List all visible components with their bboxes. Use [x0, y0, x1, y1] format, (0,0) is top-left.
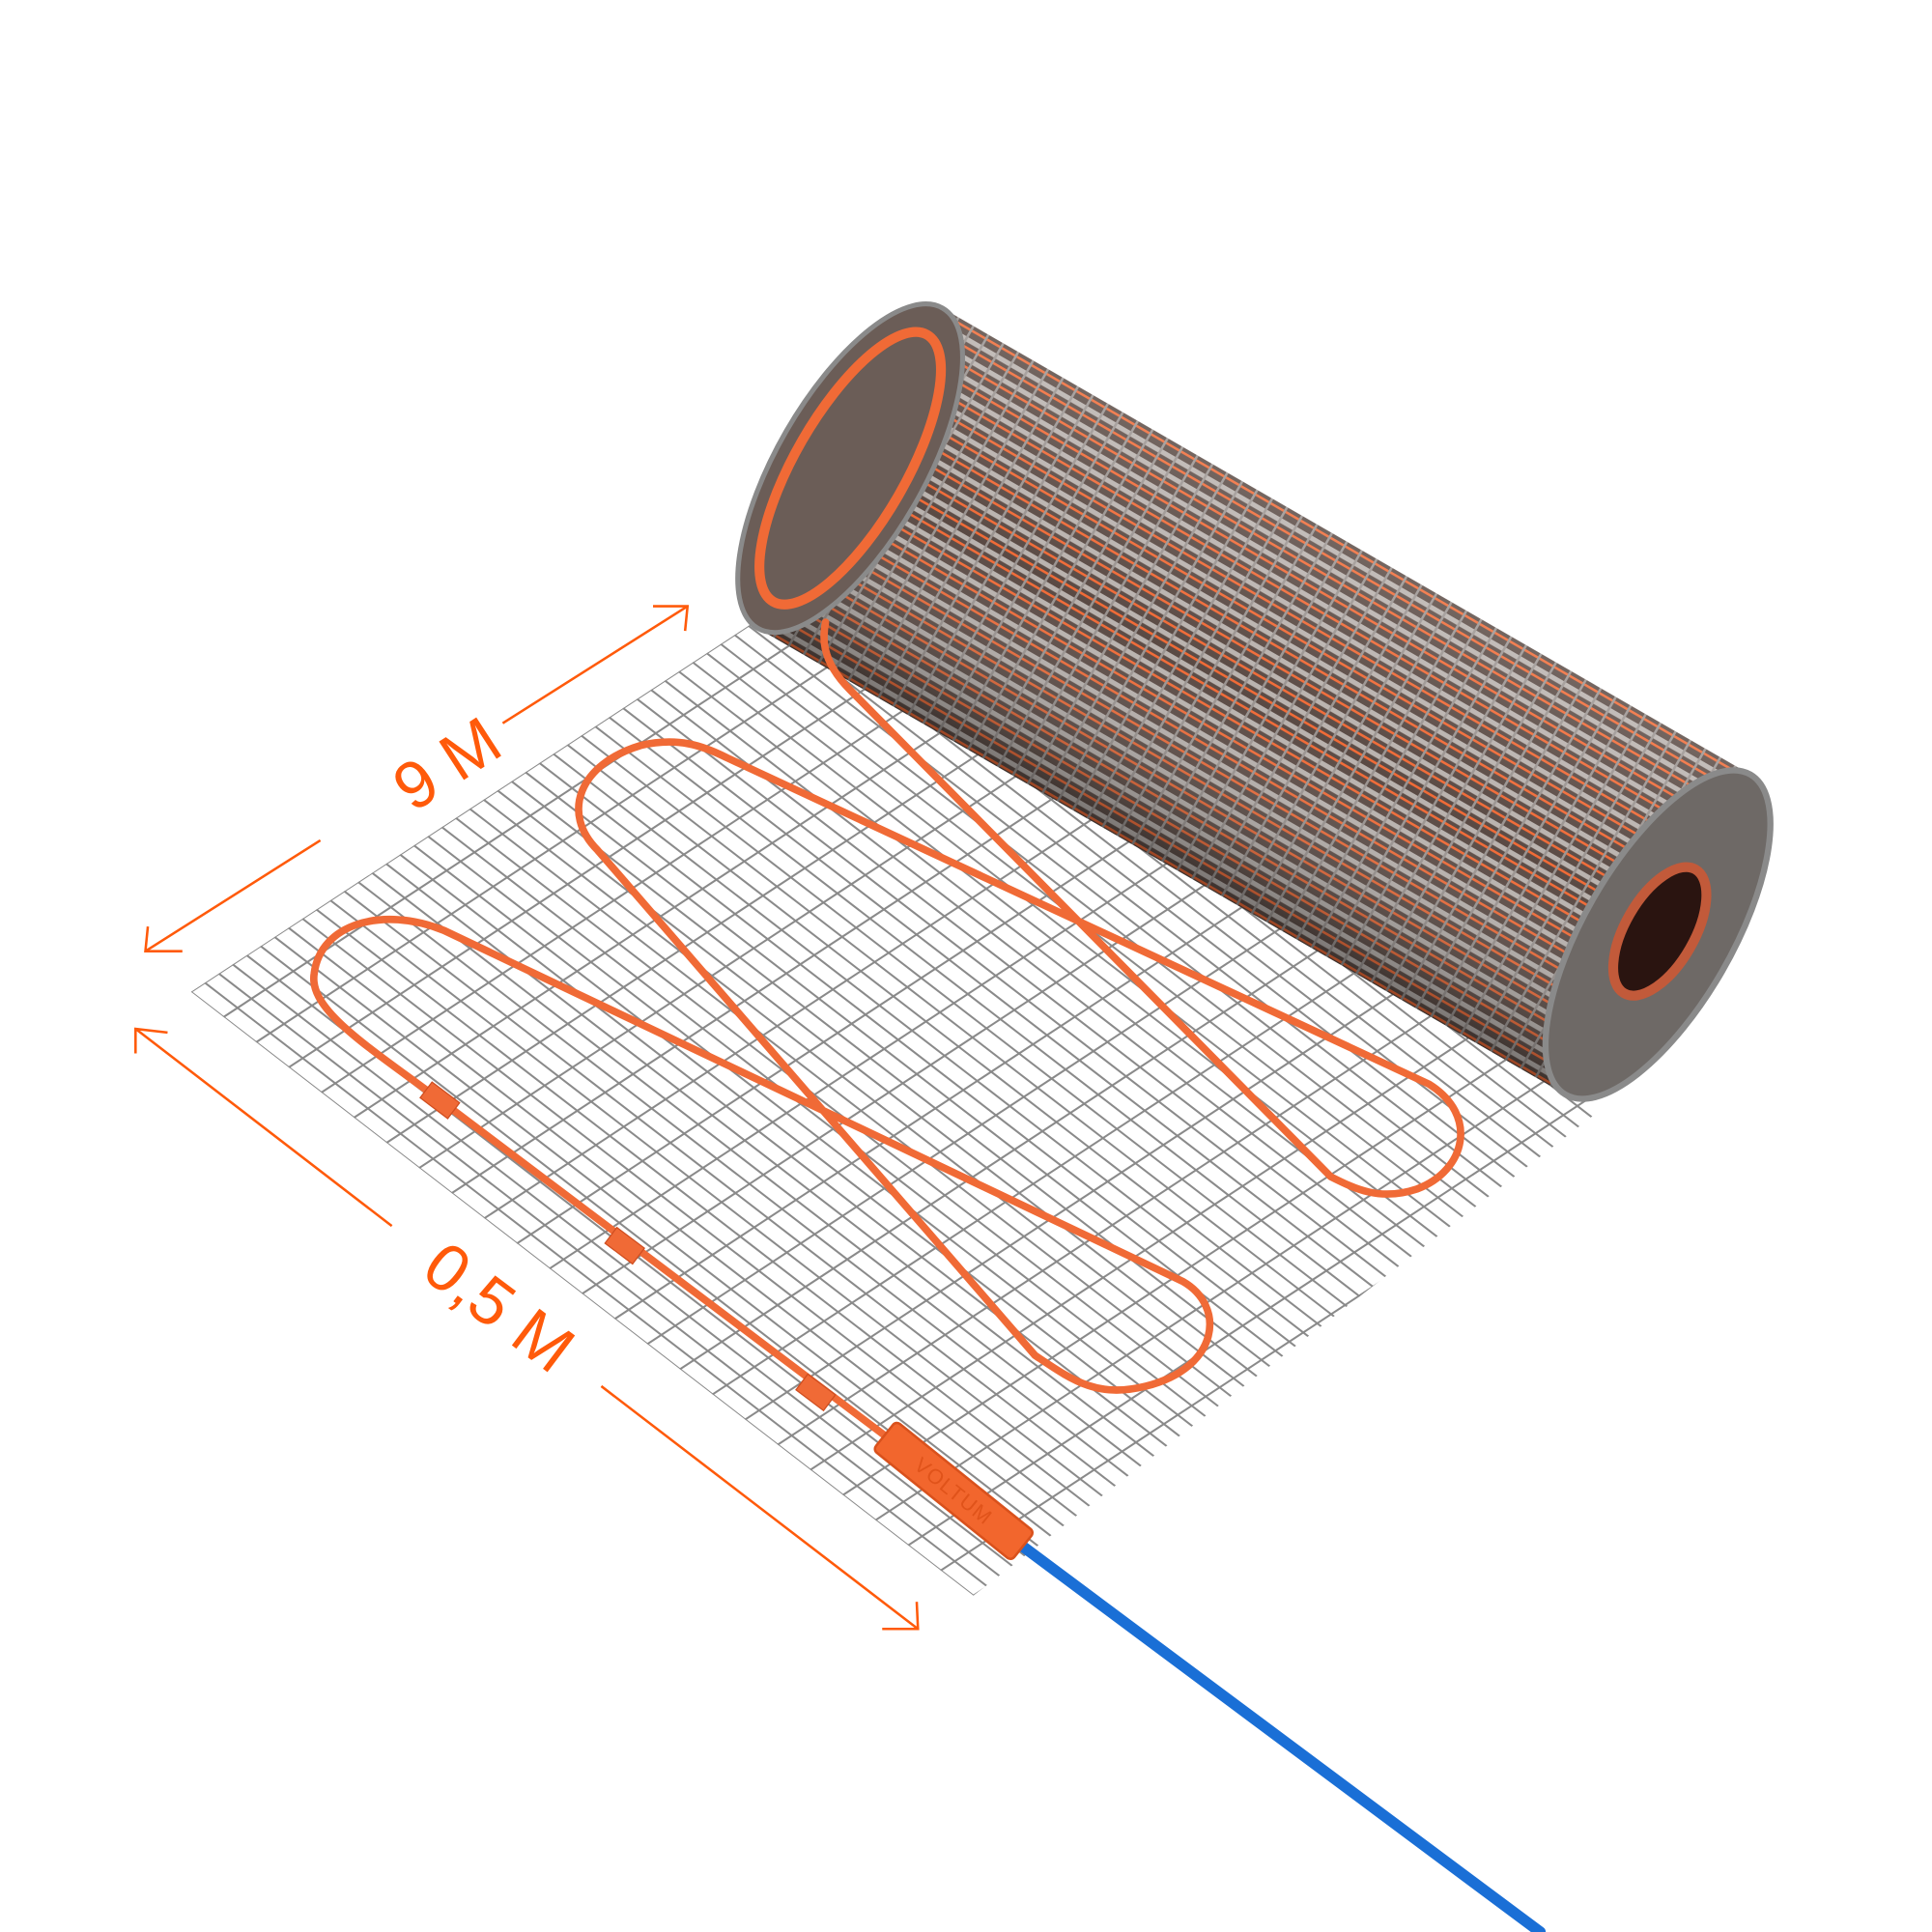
- dimension-line: [600, 1384, 920, 1631]
- mesh-wire: [488, 683, 1429, 1410]
- mesh-wire: [585, 619, 1526, 1346]
- mesh-wire: [190, 903, 1094, 1596]
- heating-cable: [310, 618, 1464, 1439]
- mesh-wire: [530, 656, 1471, 1382]
- arrow-head-icon: [882, 1602, 920, 1631]
- mesh-wire: [613, 601, 1554, 1327]
- mesh-wire: [544, 646, 1485, 1374]
- mesh-wire: [190, 930, 1053, 1596]
- mesh-wire: [190, 922, 1066, 1596]
- width-dimension: [134, 1027, 920, 1631]
- cable-clips: [419, 1081, 837, 1412]
- mesh-wire: [572, 628, 1513, 1355]
- mesh-wire: [516, 665, 1457, 1392]
- mesh-wire: [190, 939, 1038, 1596]
- mesh-wire: [251, 838, 1192, 1566]
- length-dimension: [144, 605, 690, 952]
- mesh-wire: [405, 738, 1346, 1465]
- mesh-wire: [321, 793, 1262, 1520]
- mesh-wire: [223, 857, 1164, 1584]
- mesh-wire: [237, 848, 1179, 1575]
- mesh-wire: [879, 928, 1603, 1596]
- mesh-wire: [669, 591, 1603, 1292]
- arrow-head-icon: [653, 605, 690, 632]
- width-label: 0,5 М: [411, 1228, 588, 1387]
- dimension-line: [501, 605, 689, 724]
- mesh-wire: [446, 711, 1387, 1437]
- mesh-wire: [307, 802, 1248, 1529]
- cable-clip: [604, 1226, 645, 1265]
- mesh-wire: [911, 953, 1603, 1596]
- mesh-wire: [190, 912, 1081, 1596]
- mesh-wire: [474, 693, 1415, 1419]
- mesh-wire: [557, 638, 1499, 1364]
- dimension-line: [144, 838, 322, 952]
- mesh-wire: [210, 867, 1151, 1593]
- mesh-wire: [334, 783, 1276, 1511]
- arrow-head-icon: [144, 926, 183, 952]
- mesh-wire: [600, 610, 1541, 1337]
- mesh-wire: [628, 591, 1569, 1319]
- arrow-head-icon: [134, 1027, 168, 1054]
- mesh-wire: [846, 903, 1603, 1587]
- mesh-wire: [460, 701, 1402, 1429]
- power-cable: [1016, 1541, 1547, 1932]
- mesh-wire: [418, 729, 1359, 1456]
- roll-end-left: [735, 301, 966, 636]
- cable-clip: [795, 1373, 837, 1412]
- mesh-wire: [362, 765, 1304, 1492]
- mesh-wire: [349, 775, 1290, 1502]
- mesh-wire: [265, 830, 1207, 1556]
- mat-roll: [735, 301, 1774, 1102]
- mesh-wire: [293, 811, 1234, 1538]
- mesh-wire: [944, 979, 1603, 1596]
- roll-core: [1607, 862, 1712, 1001]
- dimension-line: [134, 1028, 393, 1228]
- mesh-wire: [279, 820, 1220, 1548]
- cable-clip: [419, 1081, 461, 1120]
- mesh-wire: [195, 875, 1136, 1596]
- mesh-wire: [390, 747, 1331, 1474]
- mesh-wire: [502, 674, 1443, 1401]
